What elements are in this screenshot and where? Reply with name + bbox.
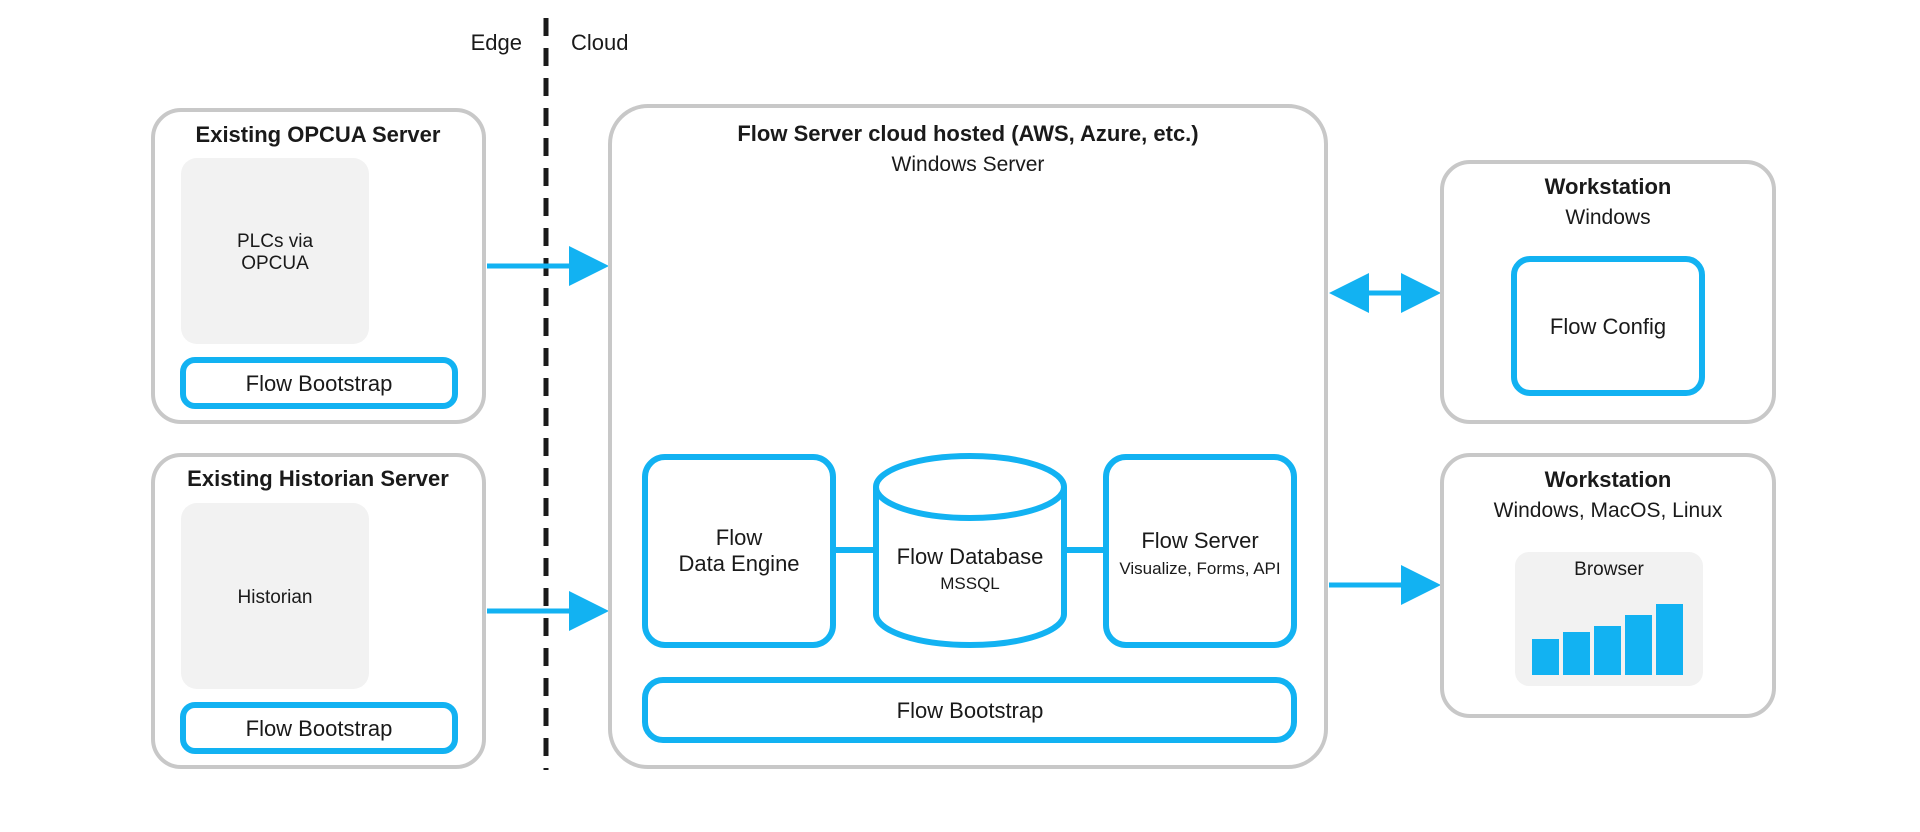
historian-flow-bootstrap bbox=[180, 702, 458, 754]
workstation-browser-title: Workstation bbox=[1545, 467, 1672, 492]
historian-server-title: Existing Historian Server bbox=[187, 466, 449, 491]
bar-chart-icon bbox=[1532, 604, 1683, 675]
cloud-server-subtitle: Windows Server bbox=[892, 153, 1045, 176]
plc-source-label-line1: PLCs via bbox=[237, 231, 313, 252]
flow-server-sub-label: Visualize, Forms, API bbox=[1119, 559, 1280, 578]
browser-label: Browser bbox=[1574, 559, 1644, 580]
flow-data-engine-box bbox=[642, 454, 836, 648]
cloud-server-box: Flow Server cloud hosted (AWS, Azure, et… bbox=[608, 104, 1328, 769]
cloud-bootstrap-label: Flow Bootstrap bbox=[897, 698, 1044, 723]
flow-config-label: Flow Config bbox=[1550, 314, 1666, 339]
opcua-server-box: Existing OPCUA Server PLCs via OPCUA Flo… bbox=[151, 108, 486, 424]
workstation-browser-box: Workstation Windows, MacOS, Linux Browse… bbox=[1440, 453, 1776, 718]
database-label: Flow Database bbox=[897, 544, 1044, 569]
plc-source-panel bbox=[181, 158, 369, 344]
cloud-server-title: Flow Server cloud hosted (AWS, Azure, et… bbox=[737, 121, 1198, 146]
historian-source-label: Historian bbox=[238, 587, 313, 608]
historian-source-panel bbox=[181, 503, 369, 689]
opcua-server-title: Existing OPCUA Server bbox=[196, 122, 441, 147]
workstation-browser-subtitle: Windows, MacOS, Linux bbox=[1494, 499, 1723, 522]
edge-zone-label: Edge bbox=[471, 30, 522, 55]
plc-source-label-line2: OPCUA bbox=[241, 253, 309, 274]
data-engine-label-line1: Flow bbox=[716, 525, 763, 550]
flow-config-app bbox=[1511, 256, 1705, 396]
historian-server-box: Existing Historian Server Historian Flow… bbox=[151, 453, 486, 769]
flow-database-cylinder bbox=[873, 453, 1067, 648]
cloud-flow-bootstrap bbox=[642, 677, 1297, 743]
data-engine-label-line2: Data Engine bbox=[678, 551, 799, 576]
cloud-zone-label: Cloud bbox=[571, 30, 628, 55]
workstation-config-subtitle: Windows bbox=[1565, 206, 1650, 229]
database-sub-label: MSSQL bbox=[940, 574, 1000, 593]
workstation-config-box: Workstation Windows Flow Config bbox=[1440, 160, 1776, 424]
historian-bootstrap-label: Flow Bootstrap bbox=[246, 716, 393, 741]
workstation-config-title: Workstation bbox=[1545, 174, 1672, 199]
flow-server-label: Flow Server bbox=[1141, 528, 1258, 553]
flow-server-box bbox=[1103, 454, 1297, 648]
opcua-bootstrap-label: Flow Bootstrap bbox=[246, 371, 393, 396]
opcua-flow-bootstrap bbox=[180, 357, 458, 409]
